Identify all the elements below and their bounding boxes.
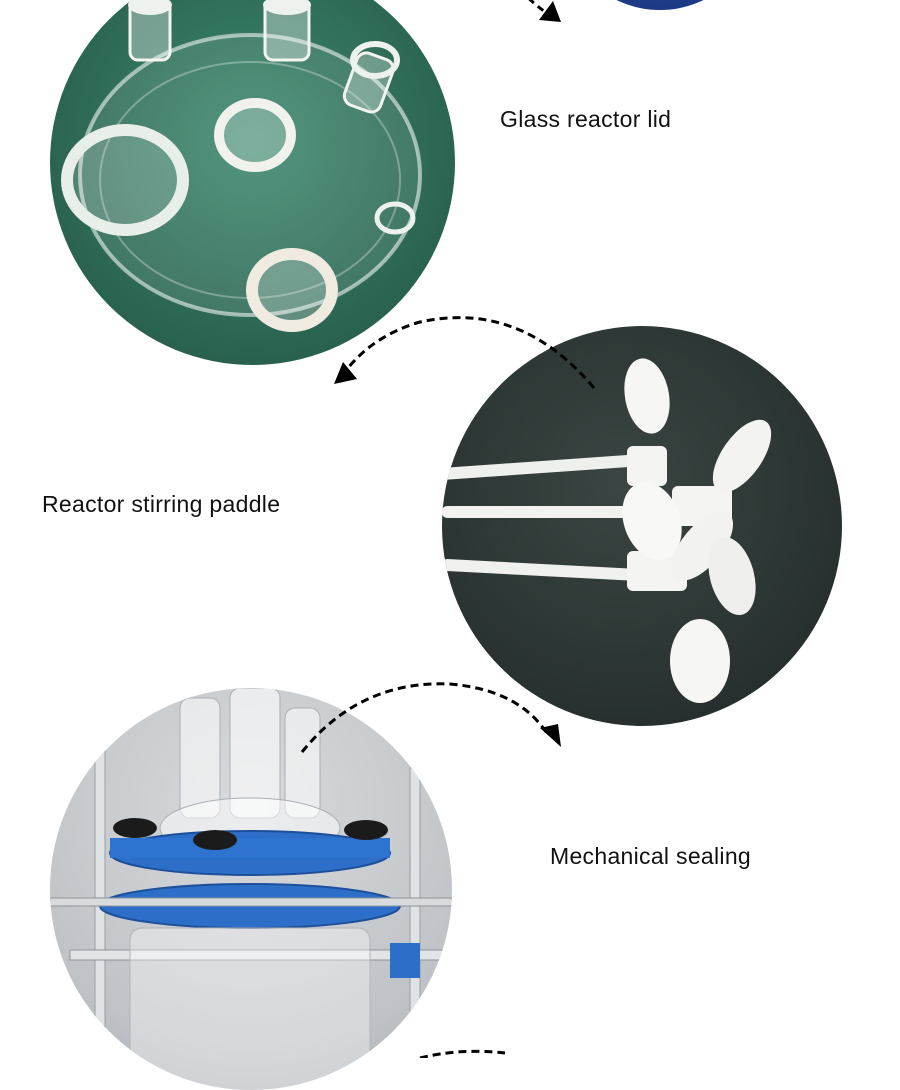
stirring-paddle-photo xyxy=(442,326,842,726)
glass-lid-illustration xyxy=(61,0,422,332)
mechanical-sealing-label: Mechanical sealing xyxy=(550,843,752,869)
arrow-bottom xyxy=(419,1049,506,1058)
mechanical-sealing-illustration xyxy=(50,688,452,1090)
stirring-paddle-illustration xyxy=(442,358,772,703)
glass-reactor-lid-label: Glass reactor lid xyxy=(500,106,672,132)
connector-arrows xyxy=(300,0,596,1058)
stirring-paddle-label: Reactor stirring paddle xyxy=(42,491,281,517)
arrow-sealing-to-right xyxy=(300,682,561,753)
top-partial-photo xyxy=(560,0,760,10)
mechanical-sealing-photo xyxy=(50,688,452,1090)
arrow-top xyxy=(528,0,561,22)
glass-reactor-lid-photo xyxy=(50,0,455,365)
arrow-paddle-to-left xyxy=(334,316,596,389)
